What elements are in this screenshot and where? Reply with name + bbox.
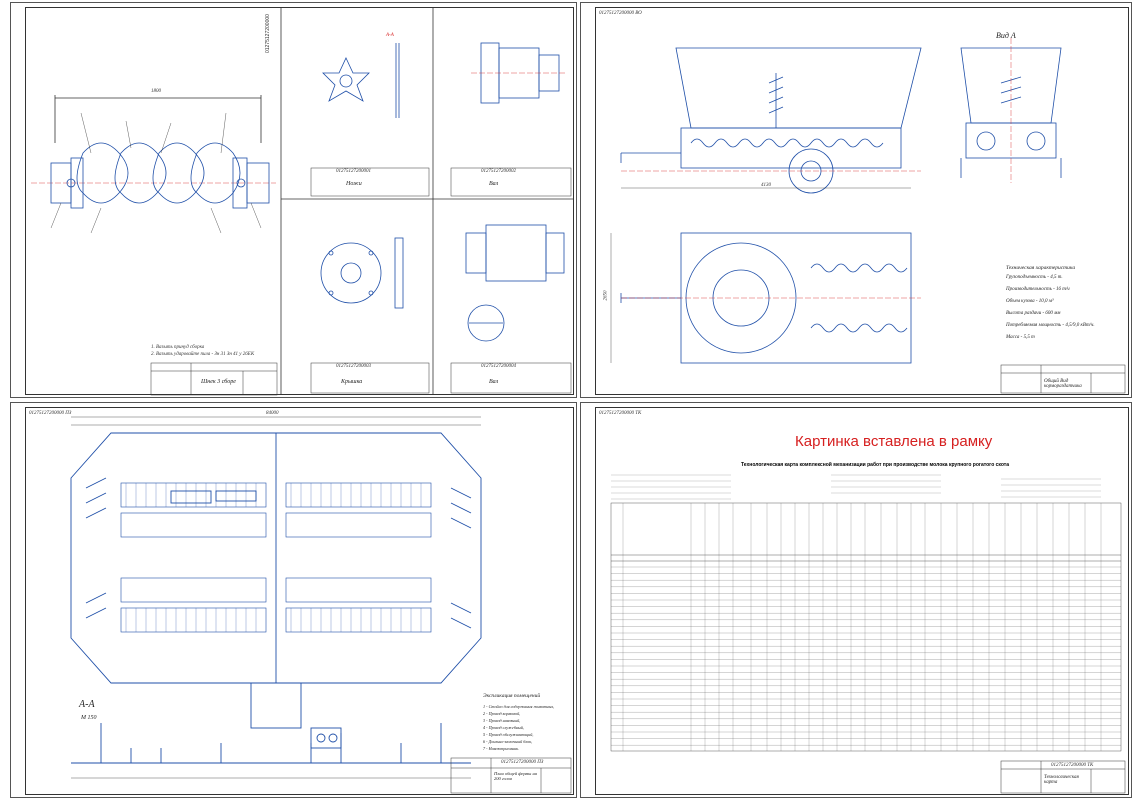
tech-item: Объем кузова - 10,0 м³ xyxy=(1006,299,1054,304)
general-view-drawing xyxy=(610,38,1126,394)
sheet-frame xyxy=(25,7,574,395)
part-title-4: Вал xyxy=(489,379,499,385)
tech-item: Потребляемая мощность - 4,5/9,0 кВт/ч. xyxy=(1006,323,1095,328)
banner-title: Картинка вставлена в рамку xyxy=(795,433,993,450)
tech-item: Грузоподъемность - 4,5 т. xyxy=(1006,275,1063,280)
legend-item: 2 - Проход кормовой, xyxy=(483,711,521,716)
legend-item: 1 - Стойло для содержания животных, xyxy=(483,704,555,709)
tech-card-title: Технологическая карта xyxy=(1044,775,1079,785)
legend-item: 6 - Доильно-молочный блок, xyxy=(483,739,533,744)
assembly-title: Шнек 3 сборе xyxy=(201,379,236,385)
sheet-stamp: 01275127200000 ПЗ xyxy=(29,411,72,416)
part-stamp-1: 01275127200001 xyxy=(336,169,371,174)
dim-main: 1800 xyxy=(151,89,161,94)
part-stamp-4: 01275127200004 xyxy=(481,364,516,369)
part-title-1: Ножи xyxy=(346,181,362,187)
legend-item: 3 - Проход навозный, xyxy=(483,718,521,723)
part-title-3: Крышка xyxy=(341,379,363,385)
general-view-title: Общий Вид кормораздатчика xyxy=(1044,379,1082,389)
tech-item: Производительность - 16 т/ч xyxy=(1006,287,1070,292)
tech-item: Высота раздачи - 600 мм xyxy=(1006,311,1061,316)
sheet-assembly: 01275127200000 xyxy=(10,2,577,398)
legend: Экспликация помещений 1 - Стойло для сод… xyxy=(483,693,573,751)
sheet-general-view: 01275127200000 ВО Вид А 4130 2650 Технич… xyxy=(580,2,1132,398)
dim-total: 84000 xyxy=(266,411,279,416)
farm-plan-title: План общей фермы на 200 голов xyxy=(494,771,537,781)
table-title: Технологическая карта комплексной механи… xyxy=(741,462,1010,468)
sheet-farm-plan: 01275127200000 ПЗ 84000 А-А М 150 Экспли… xyxy=(10,402,577,798)
view-label-aa: А-А xyxy=(386,33,394,38)
dim-length: 4130 xyxy=(761,183,771,188)
legend-item: 5 - Проход обслуживающий, xyxy=(483,732,534,737)
part-stamp-2: 01275127200002 xyxy=(481,169,516,174)
assembly-drawing xyxy=(31,7,574,396)
part-title-2: Вал xyxy=(489,181,499,187)
title-block-stamp: 01275127200000 ПЗ xyxy=(501,760,544,765)
note-1: 1. Вазыть принуд сборка xyxy=(151,345,205,350)
part-stamp-3: 01275127200003 xyxy=(336,364,371,369)
tech-card-table xyxy=(610,474,1126,794)
view-a-label: Вид А xyxy=(996,31,1016,40)
tech-specs-title: Техническая характеристика xyxy=(1006,265,1076,271)
title-block-stamp: 01275127200000 ТК xyxy=(1051,763,1094,768)
tech-item: Масса - 5,5 т xyxy=(1006,335,1035,340)
sheet-frame xyxy=(25,407,574,795)
legend-title: Экспликация помещений xyxy=(483,693,541,699)
section-title: А-А xyxy=(79,699,95,710)
note-2: 2. Вазыть ударовайте пила - Зн 31 Зн 41 … xyxy=(151,352,255,357)
section-scale: М 150 xyxy=(81,715,97,721)
farm-plan-drawing xyxy=(70,416,572,794)
sheet-frame xyxy=(595,407,1129,795)
dim-width: 2650 xyxy=(603,290,609,301)
tech-specs: Техническая характеристика Грузоподъемно… xyxy=(1006,265,1126,340)
legend-item: 4 - Проход служебный, xyxy=(483,725,524,730)
legend-item: 7 - Навозоприемник. xyxy=(483,746,520,751)
sheet-tech-card: 01275127200000 ТК Картинка вставлена в р… xyxy=(580,402,1132,798)
sheet-frame xyxy=(595,7,1129,395)
sheet-stamp: 01275127200000 ВО xyxy=(599,11,642,16)
sheet-stamp: 01275127200000 ТК xyxy=(599,411,642,416)
